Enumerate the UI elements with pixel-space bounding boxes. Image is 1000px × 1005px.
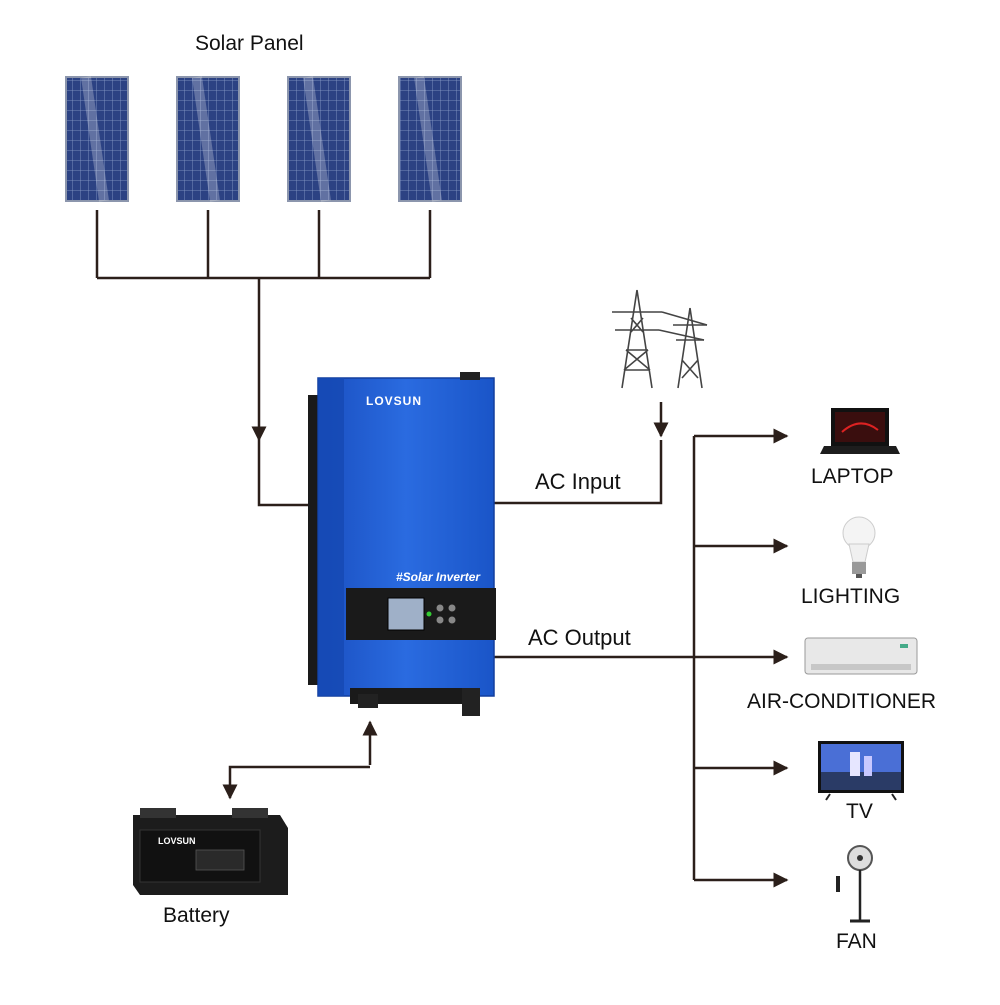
battery-line <box>222 720 378 800</box>
inverter-label: #Solar Inverter <box>396 570 481 584</box>
inverter-brand: LOVSUN <box>366 394 423 408</box>
load-label-lighting: LIGHTING <box>801 585 901 608</box>
load-label-tv: TV <box>846 800 873 823</box>
battery-image <box>133 808 288 895</box>
solar-panel-title: Solar Panel <box>195 32 304 55</box>
load-label-air-conditioner: AIR-CONDITIONER <box>747 690 936 713</box>
solar-panel-4 <box>398 76 462 202</box>
power-tower-icon <box>612 289 708 389</box>
solar-panel-2 <box>176 76 240 202</box>
battery-brand: LOVSUN <box>158 836 196 846</box>
ac-output-label: AC Output <box>528 625 631 650</box>
ac-input-line <box>494 402 669 505</box>
light-bulb-icon <box>842 516 876 578</box>
panel-wiring <box>95 210 432 507</box>
ac-input-label: AC Input <box>535 469 621 494</box>
ac-output-bus <box>494 428 789 888</box>
tv-icon <box>818 741 904 801</box>
load-label-fan: FAN <box>836 930 877 953</box>
solar-panel-1 <box>65 76 129 202</box>
battery-label: Battery <box>163 904 230 927</box>
load-label-laptop: LAPTOP <box>811 465 894 488</box>
laptop-icon <box>820 408 900 454</box>
air-conditioner-icon <box>804 637 918 675</box>
solar-panel-3 <box>287 76 351 202</box>
fan-icon <box>836 845 873 923</box>
solar-inverter <box>308 372 496 716</box>
